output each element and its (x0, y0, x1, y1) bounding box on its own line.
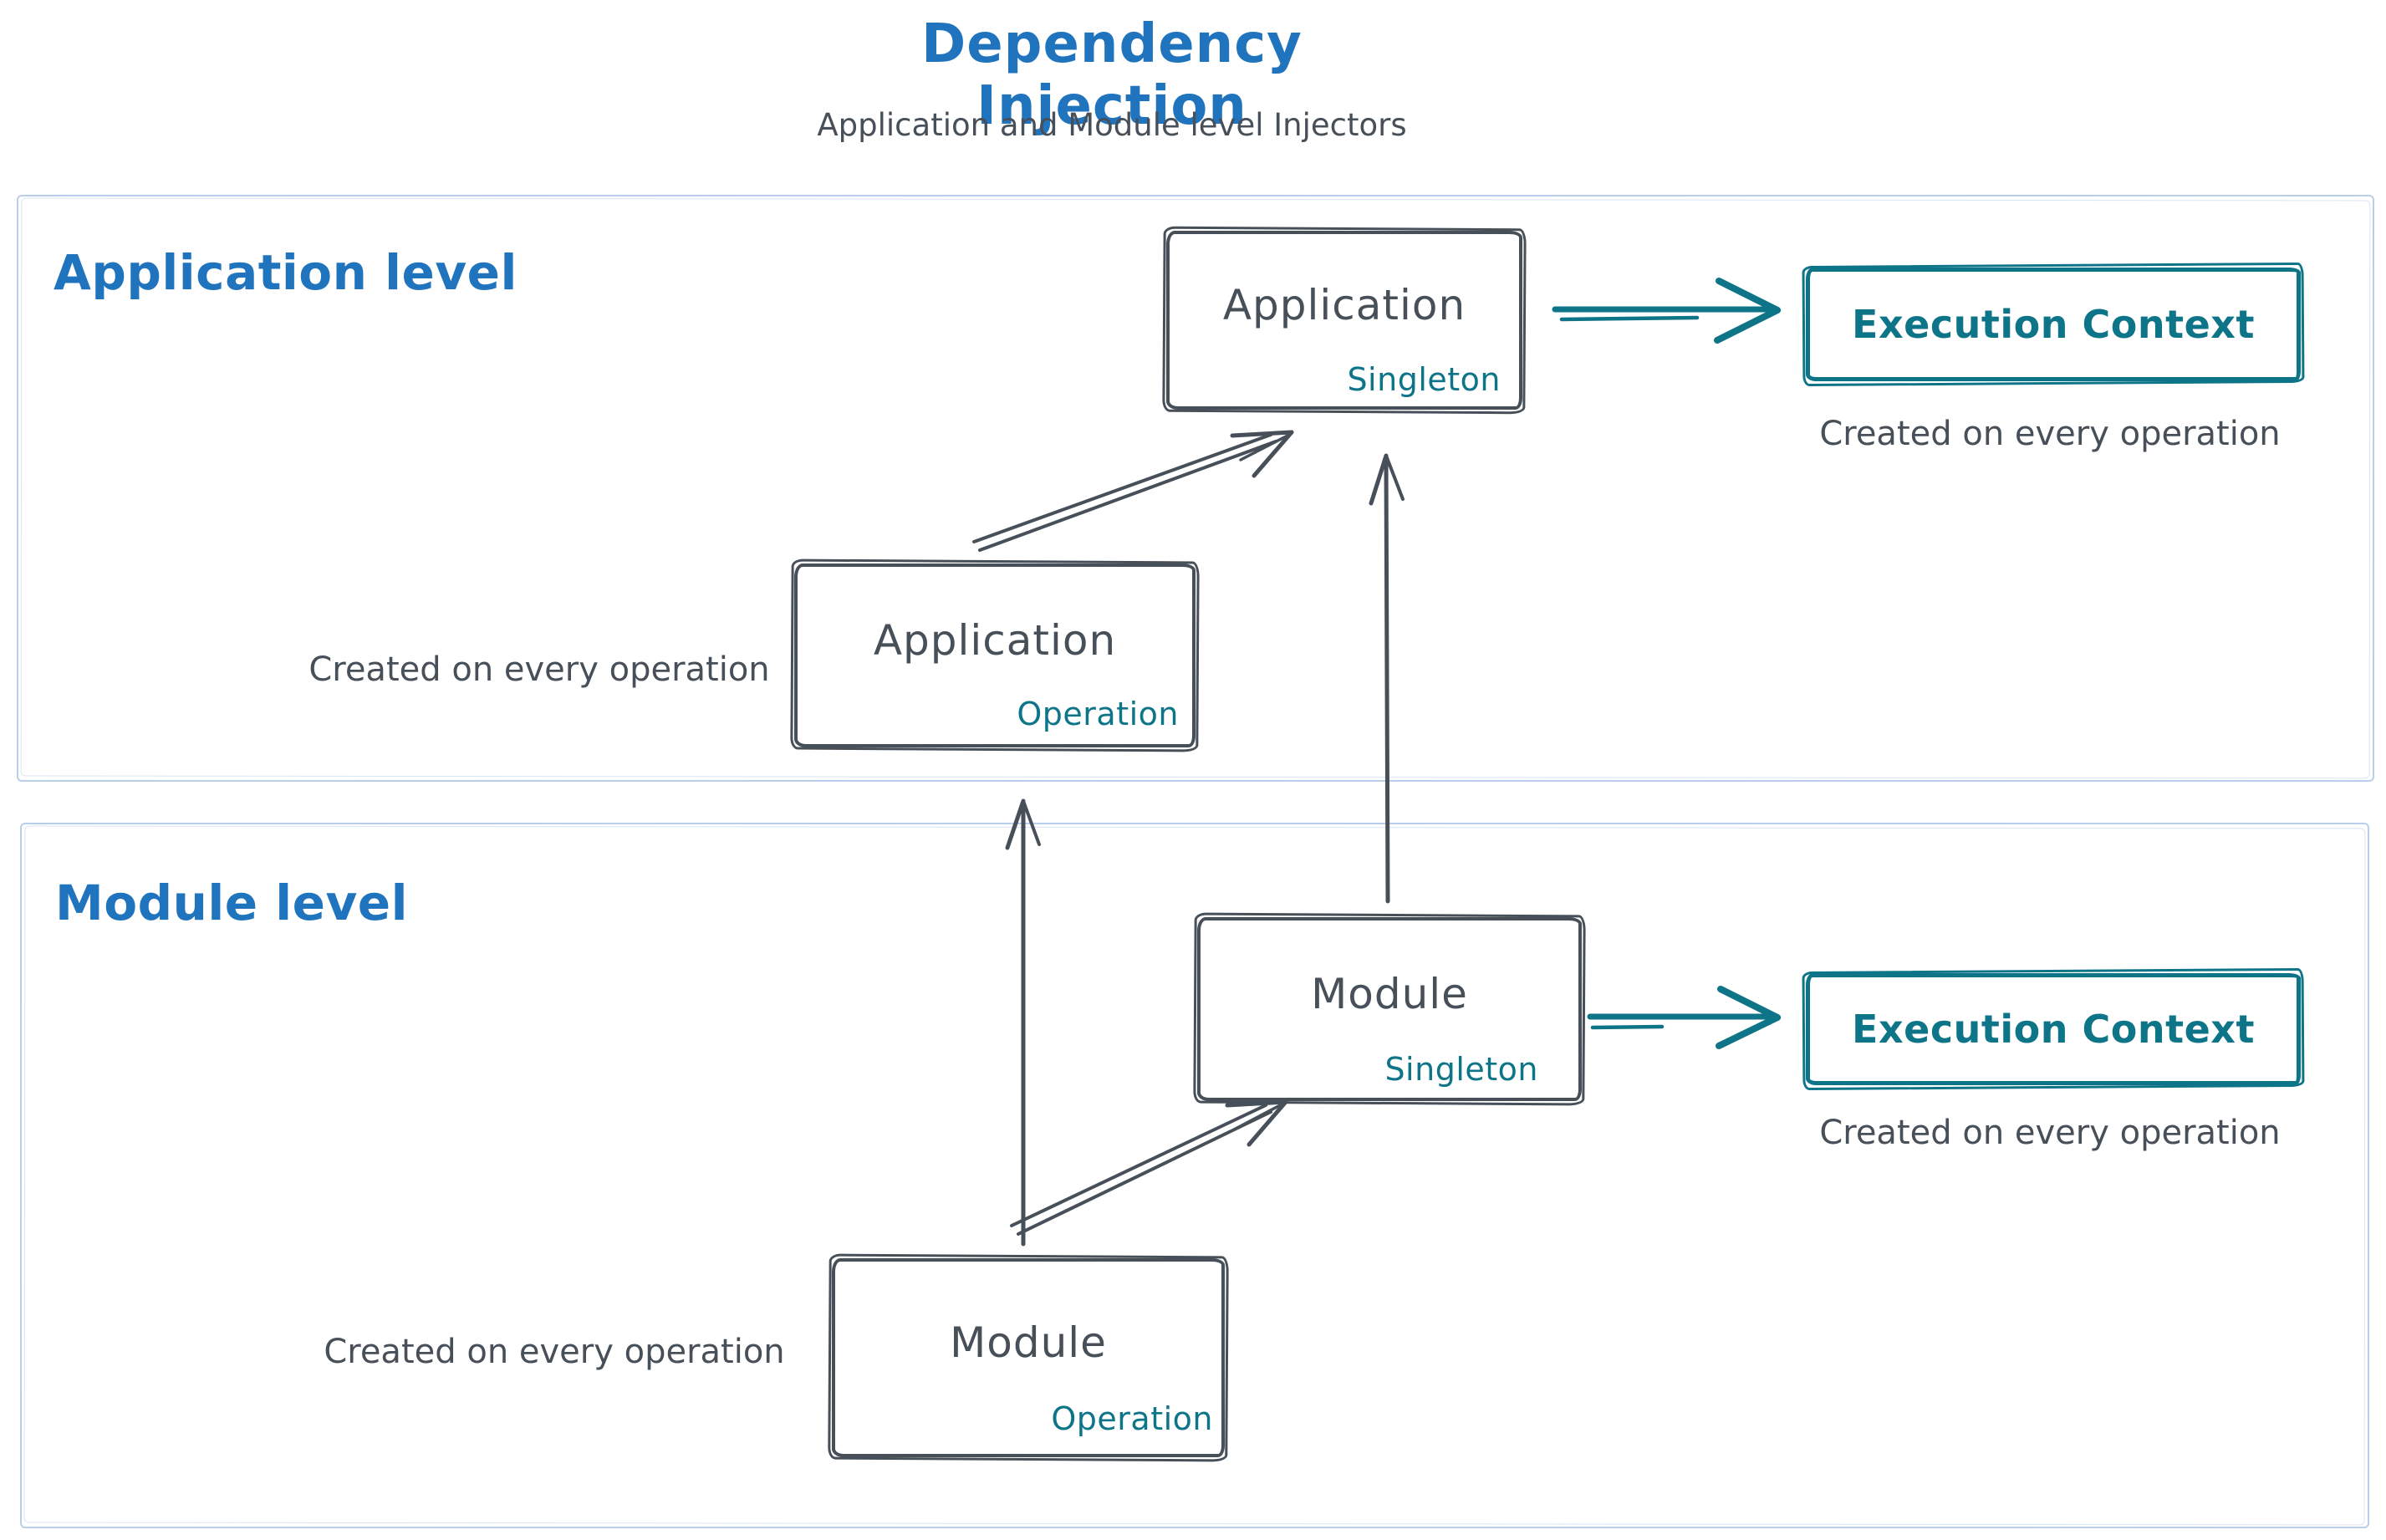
node-application-operation-title: Application (873, 616, 1117, 665)
caption-module-operation: Created on every operation (324, 1333, 785, 1371)
module-level-label: Module level (55, 875, 409, 931)
node-application-singleton-title: Application (1222, 281, 1466, 329)
node-execution-context-app-title: Execution Context (1852, 302, 2255, 347)
application-level-label: Application level (54, 244, 517, 301)
node-execution-context-module: Execution Context (1806, 973, 2301, 1085)
caption-exec-context-module: Created on every operation (1819, 1114, 2281, 1152)
caption-exec-context-app: Created on every operation (1819, 415, 2281, 453)
diagram-title: Dependency Injection (921, 13, 1303, 137)
module-level-zone (20, 823, 2369, 1528)
node-module-operation-title: Module (950, 1318, 1107, 1367)
node-module-singleton-badge: Singleton (1384, 1051, 1538, 1088)
node-module-singleton: Module Singleton (1197, 917, 1582, 1101)
node-execution-context-app: Execution Context (1806, 268, 2301, 381)
node-application-singleton-badge: Singleton (1347, 361, 1501, 398)
application-level-zone (17, 195, 2374, 782)
caption-app-operation: Created on every operation (308, 650, 770, 689)
node-application-singleton: Application Singleton (1166, 231, 1522, 410)
node-module-operation-badge: Operation (1051, 1400, 1213, 1437)
node-module-operation: Module Operation (832, 1258, 1225, 1457)
diagram-subtitle: Application and Module level Injectors (817, 107, 1407, 143)
node-execution-context-module-title: Execution Context (1852, 1007, 2255, 1052)
node-application-operation-badge: Operation (1017, 696, 1179, 732)
node-application-operation: Application Operation (794, 563, 1196, 747)
node-module-singleton-title: Module (1311, 970, 1468, 1018)
